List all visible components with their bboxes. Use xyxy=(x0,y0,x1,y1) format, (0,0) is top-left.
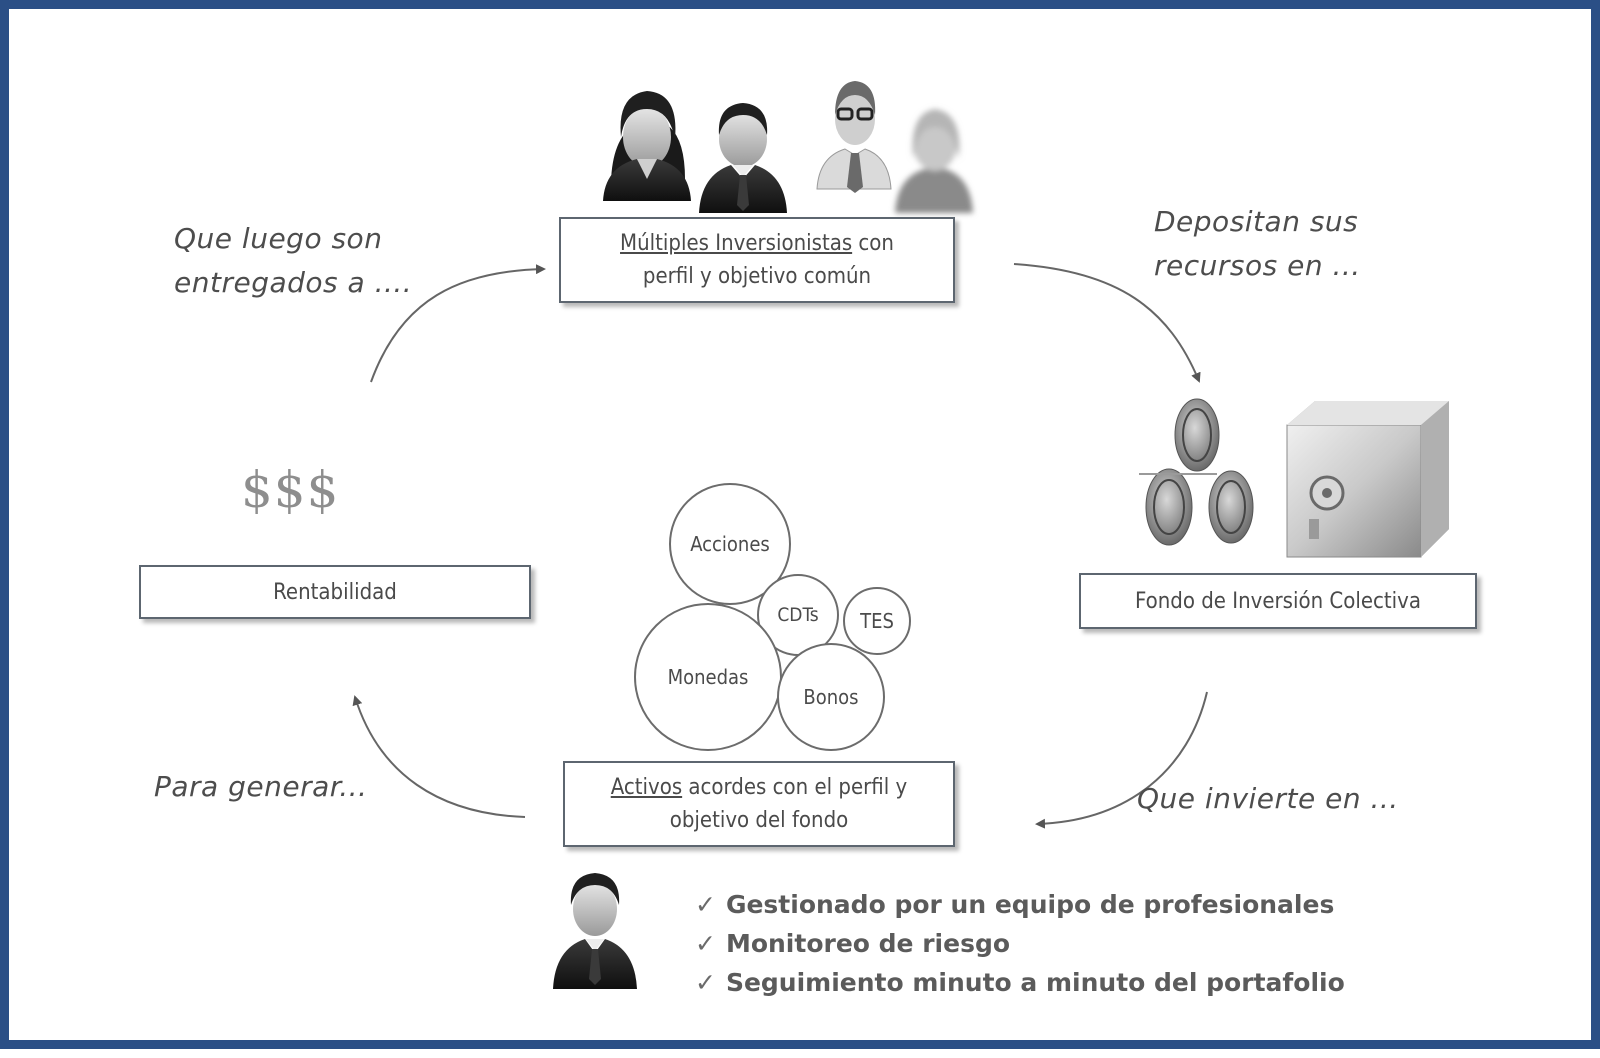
arrow-bottom-left xyxy=(352,695,526,818)
checklist-item: ✓ Gestionado por un equipo de profesional… xyxy=(695,885,1345,924)
coins-icon xyxy=(1139,398,1254,546)
check-icon: ✓ xyxy=(695,929,716,958)
checklist-item-text: Seguimiento minuto a minuto del portafol… xyxy=(725,968,1345,997)
investors-group xyxy=(553,81,1449,989)
assets-label-rest: acordes con el perfil y xyxy=(682,775,908,800)
cycle-arrows xyxy=(352,263,1208,829)
arrow-top-left xyxy=(370,264,546,383)
investors-label-rest: con xyxy=(852,231,894,256)
money-symbol: $$$ xyxy=(241,461,340,519)
caption-top-left-line1: Que luego son xyxy=(174,222,383,255)
check-icon: ✓ xyxy=(695,890,716,919)
asset-label-cdts: CDTs xyxy=(777,604,819,626)
assets-label-line2: objetivo del fondo xyxy=(669,808,849,833)
checklist-item: ✓ Monitoreo de riesgo xyxy=(695,924,1345,963)
asset-circle-bonos: Bonos xyxy=(777,643,885,751)
returns-node: Rentabilidad xyxy=(139,565,531,619)
caption-top-right-line1: Depositan sus xyxy=(1154,205,1359,238)
investors-label-underlined: Múltiples Inversionistas xyxy=(620,231,853,256)
checklist-item-text: Monitoreo de riesgo xyxy=(725,929,1011,958)
caption-top-left: Que luego son entregados a .... xyxy=(174,217,412,305)
checklist-item-text: Gestionado por un equipo de profesionale… xyxy=(725,890,1335,919)
management-checklist: ✓ Gestionado por un equipo de profesional… xyxy=(695,885,1345,1002)
caption-bottom-left: Para generar... xyxy=(154,770,368,803)
arrow-top-right xyxy=(1013,263,1201,383)
assets-node: Activos acordes con el perfil y objetivo… xyxy=(563,761,955,847)
caption-bottom-right: Que invierte en ... xyxy=(1137,782,1399,815)
checklist-item: ✓ Seguimiento minuto a minuto del portafo… xyxy=(695,963,1345,1002)
fund-manager-icon xyxy=(553,873,637,989)
caption-top-right-line2: recursos en ... xyxy=(1154,249,1361,282)
caption-top-right: Depositan sus recursos en ... xyxy=(1154,200,1361,288)
investors-label-line2: perfil y objetivo común xyxy=(642,264,872,289)
asset-label-bonos: Bonos xyxy=(803,685,859,709)
arrow-bottom-right xyxy=(1035,691,1208,829)
investors-node: Múltiples Inversionistas con perfil y ob… xyxy=(559,217,955,303)
man-investor-icon xyxy=(699,103,787,213)
woman-investor-icon xyxy=(603,91,691,201)
fund-label: Fondo de Inversión Colectiva xyxy=(1135,588,1421,614)
caption-top-left-line2: entregados a .... xyxy=(174,266,413,299)
asset-label-tes: TES xyxy=(860,609,894,633)
asset-circle-monedas: Monedas xyxy=(634,603,782,751)
man-glasses-investor-icon xyxy=(816,81,892,193)
safe-icon xyxy=(1286,401,1449,558)
woman-blurred-investor-icon xyxy=(895,109,973,213)
assets-label-underlined: Activos xyxy=(610,775,683,800)
check-icon: ✓ xyxy=(695,968,716,997)
fund-node: Fondo de Inversión Colectiva xyxy=(1079,573,1477,629)
asset-label-monedas: Monedas xyxy=(667,665,749,689)
asset-label-acciones: Acciones xyxy=(690,532,770,556)
asset-circle-tes: TES xyxy=(843,587,911,655)
returns-label: Rentabilidad xyxy=(273,579,397,605)
